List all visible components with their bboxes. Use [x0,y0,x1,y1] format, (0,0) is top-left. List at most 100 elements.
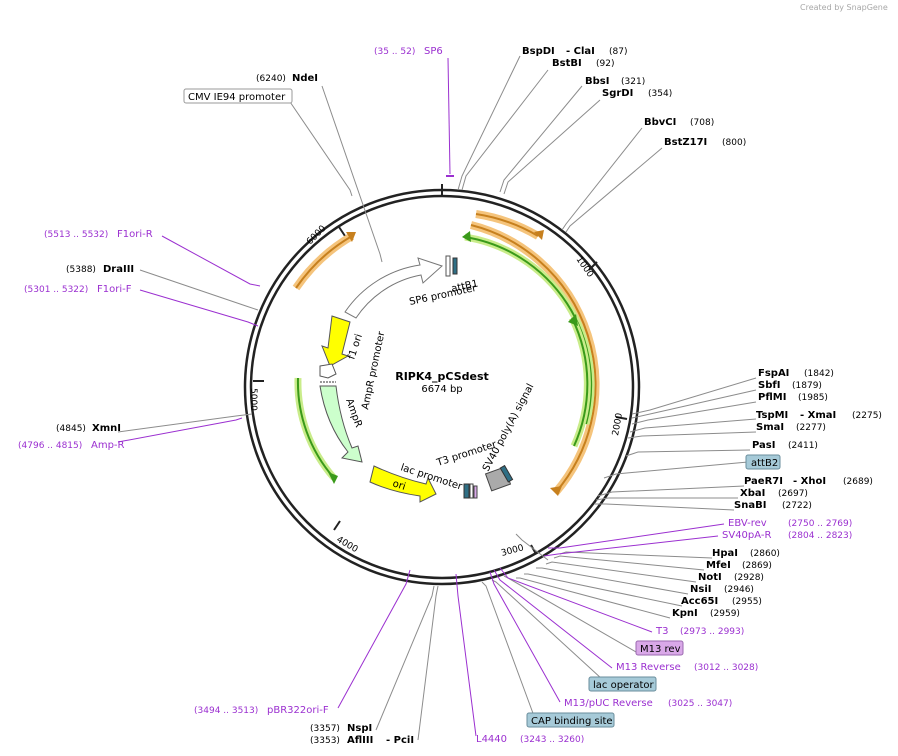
boxed-attb2: attB2 [751,458,778,469]
enzyme-nsii-pos: (2946) [724,585,754,595]
enzyme-mfei: MfeI [706,560,731,571]
enzyme-kpni: KpnI [672,608,698,619]
orf-orange-top-arrowhead [534,230,544,240]
enzyme-tspmi-pos: (2275) [852,411,882,421]
enzyme-xmai: - XmaI [800,410,836,421]
enzyme-fspai-pos: (1842) [804,369,834,379]
enzyme-sgrdi-pos: (354) [648,89,672,99]
enzyme-snabi-pos: (2722) [782,501,812,511]
enzyme-nspi: NspI [347,723,372,734]
boxed-labels: CMV IE94 promoter attB2 M13 rev lac oper… [183,88,781,728]
enzyme-bstz17i: BstZ17I [664,137,707,148]
enzyme-xmni-pos: (4845) [56,424,86,434]
primer-f1ori-r: F1ori-R [117,229,153,240]
primer-ebv-rev-pos: (2750 .. 2769) [788,519,852,529]
orf-green-left-arrowhead [328,472,338,484]
primer-m13-reverse: M13 Reverse [616,662,681,673]
enzyme-pasi: PasI [752,440,775,451]
boxed-lac-operator: lac operator [593,680,654,691]
enzyme-pasi-pos: (2411) [788,441,818,451]
enzyme-kpni-pos: (2959) [710,609,740,619]
plasmid-size: 6674 bp [421,384,462,395]
enzyme-noti: NotI [698,572,722,583]
lac-operator-box [588,676,657,692]
orf-green-mid-arrowhead [568,314,578,326]
primer-f1ori-r-pos: (5513 .. 5532) [44,230,108,240]
orf-orange-arrowhead [550,486,562,496]
enzyme-bbvci-pos: (708) [690,118,714,128]
enzyme-bbvci: BbvCI [644,117,676,128]
enzyme-hpai: HpaI [712,548,738,559]
boxed-m13-rev: M13 rev [640,644,681,655]
enzyme-xbai-pos: (2697) [778,489,808,499]
enzyme-pflmi: PflMI [758,392,786,403]
enzyme-snabi: SnaBI [734,500,766,511]
tick-marks [253,184,628,555]
enzyme-acc65i-pos: (2955) [732,597,762,607]
feature-label-sp6-promoter: SP6 promoter [408,283,478,308]
enzyme-paer7i-pos: (2689) [843,477,873,487]
enzyme-tspmi: TspMI [756,410,788,421]
enzyme-draiii: DraIII [103,264,134,275]
feature-attb1 [445,255,458,277]
feature-cmv-promoter-arrow [344,257,443,319]
enzyme-acc65i: Acc65I [681,596,718,607]
primer-amp-r: Amp-R [91,440,125,451]
primer-f1ori-f: F1ori-F [97,284,132,295]
feature-ampr [319,385,363,463]
orf-green-arcs [294,231,595,484]
feature-label-sv40-polya: SV40 poly(A) signal [481,382,537,473]
tick-label-5000: 5000 [248,388,258,411]
enzyme-bbsi: BbsI [585,76,609,87]
primer-f1ori-f-pos: (5301 .. 5322) [24,285,88,295]
enzyme-fspai: FspAI [758,368,789,379]
enzyme-clai: - ClaI [566,46,595,57]
attb2-box [745,454,781,470]
enzyme-afliii-pos: (3353) [310,736,340,746]
enzyme-paer7i: PaeR7I [744,476,783,487]
cmv-promoter-box [183,88,293,104]
feature-label-ampr-promoter: AmpR promoter [360,330,387,411]
primer-pbr322ori-f: pBR322ori-F [267,705,329,716]
primer-labels: (35 .. 52) SP6 EBV-rev (2750 .. 2769) SV… [18,46,852,745]
enzyme-sbfi-pos: (1879) [792,381,822,391]
enzyme-nsii: NsiI [690,584,711,595]
feature-label-ori: ori [391,478,407,492]
snapgene-watermark: Created by SnapGene [800,3,888,12]
boxed-cap-binding-site: CAP binding site [531,716,613,727]
boxed-cmv-ie94-promoter: CMV IE94 promoter [188,92,286,103]
tick-label-3000: 3000 [500,543,525,559]
primer-sv40pa-r-pos: (2804 .. 2823) [788,531,852,541]
enzyme-sgrdi: SgrDI [602,88,633,99]
enzyme-bbsi-pos: (321) [621,77,645,87]
feature-ori [369,465,437,503]
primer-sp6: SP6 [424,46,443,57]
primer-l4440-pos: (3243 .. 3260) [520,735,584,745]
enzyme-hpai-pos: (2860) [750,549,780,559]
enzyme-bspdi-pos: (87) [609,47,627,57]
enzyme-xmni: XmnI [92,423,121,434]
primer-l4440: L4440 [476,734,507,745]
enzyme-pflmi-pos: (1985) [798,393,828,403]
primer-t3: T3 [655,626,668,637]
primer-ebv-rev: EBV-rev [728,518,767,529]
enzyme-mfei-pos: (2869) [742,561,772,571]
orf-orange-left-arrowhead [346,232,356,242]
feature-label-f1-ori: f1 ori [346,333,365,361]
tick-label-2000: 2000 [611,412,625,437]
enzyme-pcii: - PciI [386,735,414,746]
primer-pbr322ori-f-pos: (3494 .. 3513) [194,706,258,716]
feature-small-blocks [463,464,514,499]
enzyme-ndei: NdeI [292,73,318,84]
enzyme-xbai: XbaI [740,488,765,499]
enzyme-labels: BspDI - ClaI (87) BstBI (92) BbsI (321) … [56,46,882,746]
m13-rev-box [635,640,684,656]
enzyme-bstbi-pos: (92) [596,59,614,69]
enzyme-bstz17i-pos: (800) [722,138,746,148]
enzyme-sbfi: SbfI [758,380,780,391]
enzyme-noti-pos: (2928) [734,573,764,583]
cap-binding-site-box [526,712,615,728]
enzyme-afliii: AflIII [347,735,373,746]
orf-green-top-arrowhead [462,231,471,242]
